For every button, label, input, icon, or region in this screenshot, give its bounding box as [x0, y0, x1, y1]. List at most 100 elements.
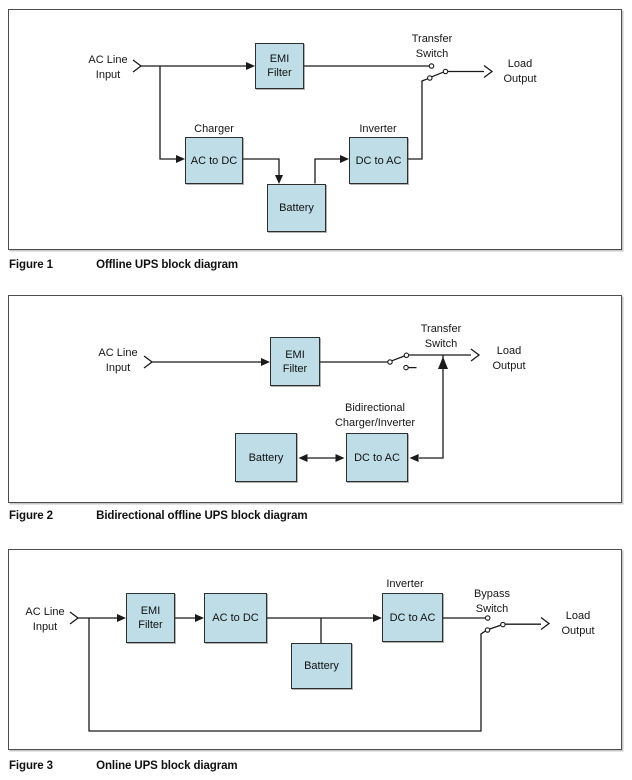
fig2-wires [143, 348, 481, 462]
fig3-load-label-line2: Output [561, 624, 595, 637]
fig3-ac-line-label-line2: Input [32, 620, 58, 633]
fig3-emi-filter-box: EMI Filter [126, 593, 175, 643]
fig2-ac-line-label-line2: Input [105, 361, 131, 374]
fig2-ac-line-label-line1: AC Line [98, 347, 138, 359]
fig1-ac-line-label-line1: AC Line [88, 54, 128, 66]
fig3-emi-box-line1: EMI [140, 605, 161, 617]
fig1-wires [132, 59, 494, 184]
fig3-ac-line-input-label: AC Line Input [15, 605, 75, 634]
fig1-switch-contact-top [428, 63, 435, 69]
fig3-battery-box: Battery [291, 643, 352, 689]
fig1-ac-to-dc-to-battery-line [243, 158, 280, 175]
fig1-transfer-label-line1: Transfer [411, 33, 453, 45]
fig2-bidirectional-label-line2: Charger/Inverter [334, 416, 416, 429]
fig3-load-output-label: Load Output [548, 609, 608, 638]
figure1-caption-title: Offline UPS block diagram [96, 259, 239, 271]
fig2-ac-line-input-label: AC Line Input [88, 346, 148, 375]
fig3-switch-contact-top [484, 615, 491, 621]
fig2-battery-box: Battery [235, 433, 297, 482]
fig1-inverter-label-text: Inverter [359, 123, 397, 135]
fig2-emi-filter-box: EMI Filter [270, 337, 320, 386]
fig1-transfer-switch-label: Transfer Switch [401, 32, 463, 61]
fig1-load-label-line1: Load [507, 58, 533, 70]
figure2-caption-label: Figure 2 [9, 510, 53, 522]
fig3-dc-to-ac-box-label: DC to AC [389, 611, 436, 624]
fig2-arrowhead-into-dc-to-ac [409, 454, 419, 462]
fig3-arrowhead-into-dc-to-ac [373, 614, 382, 622]
fig2-load-output-label: Load Output [479, 344, 539, 373]
fig3-switch-contact-bottom [484, 627, 491, 633]
fig2-arrowhead-into-battery [298, 454, 308, 462]
fig2-arrowhead-into-emi [261, 358, 270, 366]
fig3-emi-box-line2: Filter [138, 619, 163, 631]
fig2-arrowhead-up-into-bus [438, 356, 448, 369]
fig2-bidirectional-charger-inverter-label: Bidirectional Charger/Inverter [320, 401, 430, 430]
fig1-arrowhead-into-battery [275, 175, 283, 184]
figure2-caption-title: Bidirectional offline UPS block diagram [96, 510, 308, 522]
figure3-caption-label: Figure 3 [9, 760, 53, 772]
fig3-bypass-label-line2: Switch [475, 602, 509, 615]
fig3-inverter-label-text: Inverter [386, 578, 424, 590]
fig2-load-label-line2: Output [492, 359, 526, 372]
fig3-switch-blade [489, 624, 501, 630]
fig1-ac-line-input-label: AC Line Input [78, 53, 138, 82]
fig2-inverter-to-bus-line [419, 355, 444, 459]
fig2-transfer-switch [387, 352, 417, 371]
fig2-battery-box-label: Battery [248, 451, 284, 464]
fig3-ac-to-dc-box: AC to DC [204, 593, 267, 643]
fig2-load-output-chevron-icon [470, 348, 481, 362]
fig1-inverter-label: Inverter [348, 122, 408, 137]
fig1-battery-box-label: Battery [279, 202, 314, 214]
fig2-dc-to-ac-box-label: DC to AC [354, 451, 400, 464]
fig1-inverter-to-switch-line [408, 78, 428, 160]
figure2-caption: Figure 2 Bidirectional offline UPS block… [9, 510, 308, 522]
fig2-dc-to-ac-box: DC to AC [346, 433, 408, 482]
fig3-arrowhead-into-emi [117, 614, 126, 622]
fig2-bidirectional-label-line1: Bidirectional [345, 402, 405, 414]
fig2-switch-blade [391, 355, 405, 362]
fig1-switch-pivot [442, 68, 449, 75]
figure3-caption: Figure 3 Online UPS block diagram [9, 760, 238, 772]
fig2-arrowhead-into-charger [335, 454, 345, 462]
fig2-switch-contact-left [387, 359, 393, 365]
figure3-caption-title: Online UPS block diagram [96, 760, 238, 772]
fig1-emi-box-line1: EMI [269, 53, 290, 65]
fig1-switch-contact-bottom [427, 75, 433, 81]
fig1-dc-to-ac-box-label: DC to AC [355, 154, 402, 167]
fig2-emi-box-line1: EMI [285, 348, 305, 361]
figure1-caption: Figure 1 Offline UPS block diagram [9, 259, 238, 271]
fig1-emi-filter-box: EMI Filter [255, 43, 304, 89]
fig1-battery-box: Battery [267, 184, 326, 232]
fig1-battery-to-inverter-line [314, 158, 340, 184]
fig2-transfer-label-line2: Switch [424, 337, 458, 350]
fig1-transfer-switch [427, 63, 449, 81]
fig1-charger-label: Charger [184, 122, 244, 137]
fig1-arrowhead-into-dc-to-ac [340, 155, 349, 163]
fig3-dc-to-ac-box: DC to AC [382, 593, 443, 642]
fig1-arrowhead-into-emi [246, 62, 255, 70]
fig3-ac-to-dc-box-label: AC to DC [212, 612, 259, 624]
fig3-inverter-label: Inverter [375, 577, 435, 592]
fig1-load-output-chevron-icon [483, 64, 494, 79]
fig1-branch-to-charger-line [159, 66, 176, 160]
fig2-emi-box-line2: Filter [282, 362, 308, 375]
fig2-load-label-line1: Load [496, 345, 522, 357]
fig1-ac-to-dc-box: AC to DC [185, 137, 243, 184]
figure1-frame [8, 9, 622, 250]
fig2-transfer-label-line1: Transfer [420, 323, 462, 335]
fig3-load-output-chevron-icon [540, 616, 551, 631]
fig3-arrowhead-into-ac-to-dc [195, 614, 204, 622]
fig1-dc-to-ac-box: DC to AC [349, 137, 408, 184]
fig2-switch-pivot [403, 352, 410, 359]
fig1-load-output-label: Load Output [490, 57, 550, 86]
figure1-caption-label: Figure 1 [9, 259, 53, 271]
fig3-load-label-line1: Load [565, 610, 591, 622]
fig3-bypass-line [88, 618, 486, 732]
fig3-bypass-switch [484, 615, 506, 633]
fig1-ac-to-dc-box-label: AC to DC [190, 154, 238, 167]
fig3-switch-pivot [500, 621, 506, 628]
fig3-bypass-switch-label: Bypass Switch [462, 587, 522, 616]
fig1-load-label-line2: Output [503, 72, 537, 85]
